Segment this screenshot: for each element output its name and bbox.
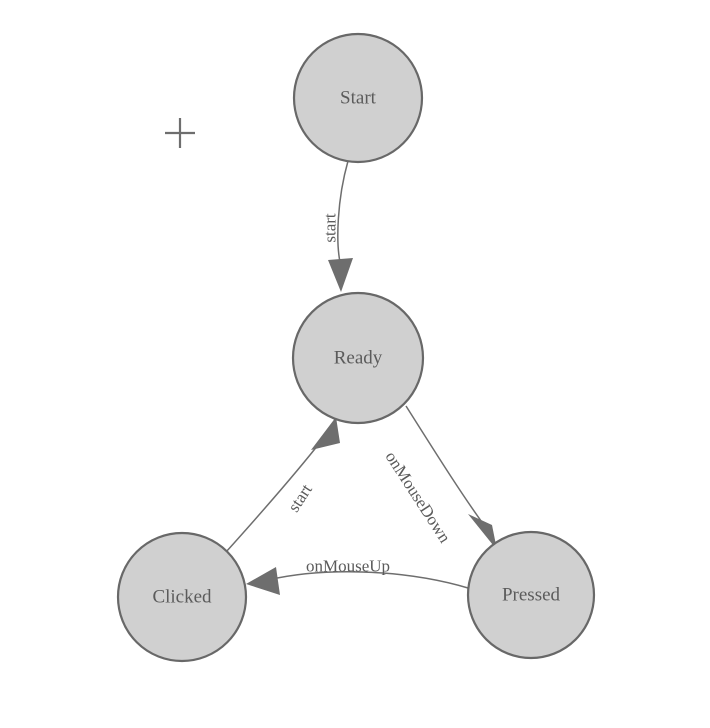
edge-label-clicked-to-ready: start — [284, 480, 316, 515]
edge-path-clicked-to-ready — [225, 439, 323, 553]
arrowhead-into-ready-from-start — [328, 258, 353, 292]
node-clicked[interactable]: Clicked — [116, 531, 248, 663]
edge-path-start-to-ready — [337, 160, 349, 263]
node-pressed-circle[interactable] — [466, 530, 596, 660]
edge-ready-to-pressed[interactable]: onMouseDown — [381, 405, 497, 550]
crosshair-icon[interactable] — [165, 118, 195, 148]
edge-clicked-to-ready[interactable]: start — [225, 417, 340, 553]
node-ready-circle[interactable] — [291, 291, 425, 425]
node-ready[interactable]: Ready — [291, 291, 425, 425]
edge-label-start-to-ready: start — [321, 213, 340, 243]
node-pressed[interactable]: Pressed — [466, 530, 596, 660]
edge-label-ready-to-pressed: onMouseDown — [381, 448, 454, 547]
edge-pressed-to-clicked[interactable]: onMouseUp — [246, 557, 469, 596]
edge-path-pressed-to-clicked — [267, 571, 469, 589]
node-start-circle[interactable] — [292, 32, 424, 164]
edge-start-to-ready[interactable]: start — [321, 160, 354, 292]
node-clicked-circle[interactable] — [116, 531, 248, 663]
arrowhead-into-clicked — [246, 567, 280, 595]
arrowhead-into-ready-from-clicked — [311, 417, 340, 450]
arrowhead-into-pressed — [468, 514, 497, 550]
node-start[interactable]: Start — [292, 32, 424, 164]
edge-path-ready-to-pressed — [405, 405, 485, 526]
